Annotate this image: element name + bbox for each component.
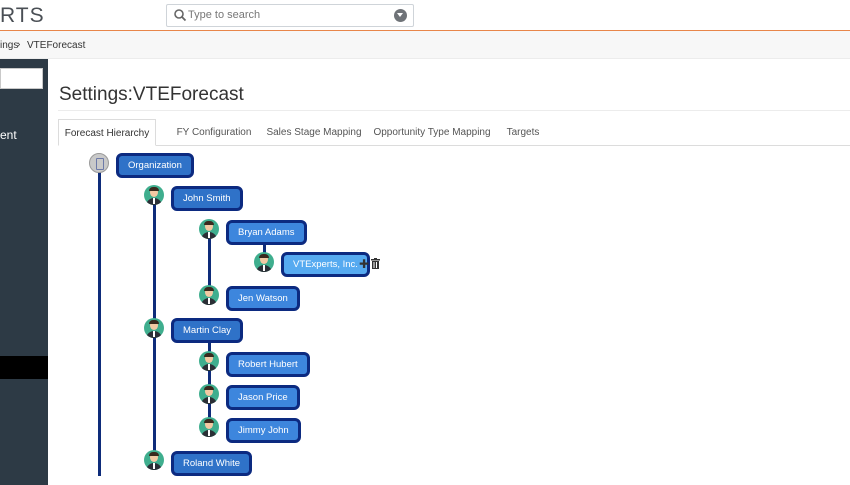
user-avatar-icon <box>144 450 164 470</box>
hierarchy-node[interactable]: Robert Hubert <box>226 352 310 377</box>
breadcrumb-parent[interactable]: ings <box>0 40 19 51</box>
breadcrumb-separator-icon: › <box>17 39 21 50</box>
sidebar-active-item[interactable] <box>0 356 48 379</box>
hierarchy-node[interactable]: Martin Clay <box>171 318 244 343</box>
tab-sales-stage-mapping[interactable]: Sales Stage Mapping <box>266 127 362 138</box>
main-content: Settings:VTEForecast Forecast Hierarchy … <box>48 59 850 485</box>
hierarchy-node[interactable]: Roland White <box>171 451 253 476</box>
hierarchy-node[interactable]: Jimmy John <box>226 418 301 443</box>
title-divider <box>58 110 850 111</box>
tree-connector <box>208 334 211 428</box>
hierarchy-node[interactable]: Jen Watson <box>226 286 300 311</box>
app-logo[interactable]: RTS <box>0 4 45 27</box>
tab-targets[interactable]: Targets <box>506 127 540 138</box>
hierarchy-node[interactable]: Bryan Adams <box>226 220 307 245</box>
tab-forecast-hierarchy[interactable]: Forecast Hierarchy <box>58 119 156 146</box>
hierarchy-node-organization[interactable]: Organization <box>116 153 194 178</box>
hierarchy-node[interactable]: Jason Price <box>226 385 300 410</box>
breadcrumb: ings › VTEForecast <box>0 31 850 59</box>
user-avatar-icon <box>199 417 219 437</box>
global-search[interactable]: Type to search <box>166 4 414 27</box>
user-avatar-icon <box>199 384 219 404</box>
hierarchy-node[interactable]: VTExperts, Inc. <box>281 252 370 277</box>
tab-fy-configuration[interactable]: FY Configuration <box>176 127 252 138</box>
user-avatar-icon <box>144 318 164 338</box>
tab-opportunity-type-mapping[interactable]: Opportunity Type Mapping <box>373 127 491 138</box>
tree-connector <box>98 168 101 476</box>
user-avatar-icon <box>199 285 219 305</box>
search-placeholder: Type to search <box>188 9 261 21</box>
user-avatar-icon <box>254 252 274 272</box>
page-title: Settings:VTEForecast <box>59 84 244 105</box>
add-node-icon[interactable]: ✚ <box>359 257 370 271</box>
search-options-chevron-icon[interactable] <box>394 9 407 22</box>
search-icon <box>174 9 187 22</box>
user-avatar-icon <box>199 219 219 239</box>
sidebar-search-input[interactable] <box>0 68 43 89</box>
top-bar: RTS Type to search <box>0 0 850 31</box>
delete-node-icon[interactable] <box>371 258 380 269</box>
tree-connector <box>208 236 211 296</box>
user-avatar-icon <box>144 185 164 205</box>
sidebar-item-label[interactable]: ent <box>0 128 17 142</box>
sidebar: ent <box>0 59 48 485</box>
tab-bar: Forecast Hierarchy FY Configuration Sale… <box>58 119 850 146</box>
hierarchy-node[interactable]: John Smith <box>171 186 243 211</box>
organization-icon <box>89 153 109 173</box>
user-avatar-icon <box>199 351 219 371</box>
breadcrumb-current: VTEForecast <box>27 40 86 51</box>
